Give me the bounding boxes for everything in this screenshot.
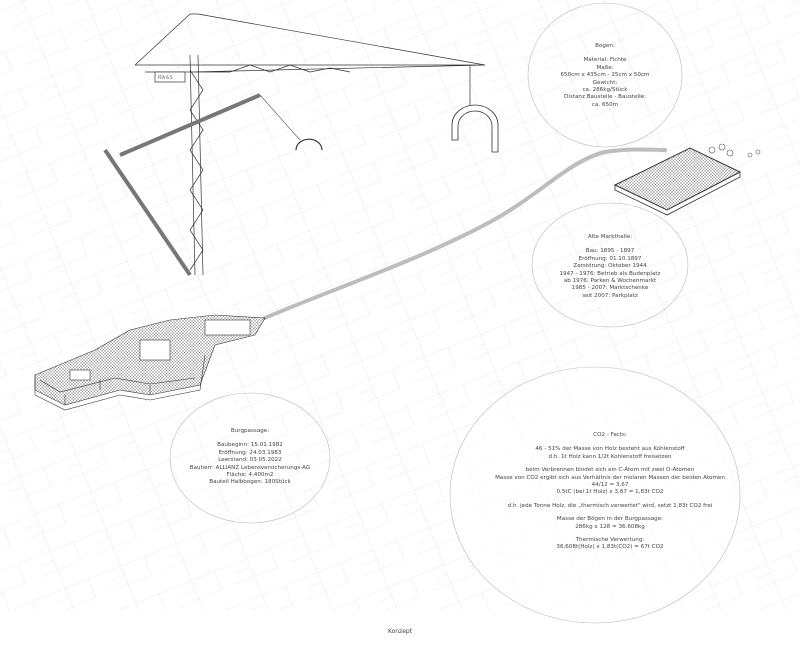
bogen-info: Bogen: Material: Fichte Maße: 650cm x 43… [560, 43, 650, 108]
burgpassage-bubble-outline [169, 392, 331, 524]
bogen-bubble-outline [527, 2, 683, 148]
market-hall-drawing [613, 143, 761, 216]
co2-bubble-outline [449, 366, 741, 624]
crane-icon: FFA 6.5 [134, 13, 486, 276]
crane-label: FFA 6.5 [158, 75, 173, 80]
co2-facts: CO2 - Facts: 46 - 51% der Masse von Holz… [495, 432, 725, 551]
markthalle-info: Alte Markthalle: Bau: 1895 - 1897 Eröffn… [559, 234, 661, 299]
burgpassage-info: Burgpassage: Baubeginn: 15.01.1982 Eröff… [189, 428, 311, 486]
markthalle-bubble-outline [531, 202, 689, 328]
arch-shadow-icon [295, 138, 323, 151]
crane-shadow [103, 93, 261, 277]
caption: Konzept [387, 628, 413, 635]
transport-route [263, 147, 667, 320]
arch-icon [451, 104, 499, 153]
burgpassage-building-drawing [34, 314, 266, 411]
